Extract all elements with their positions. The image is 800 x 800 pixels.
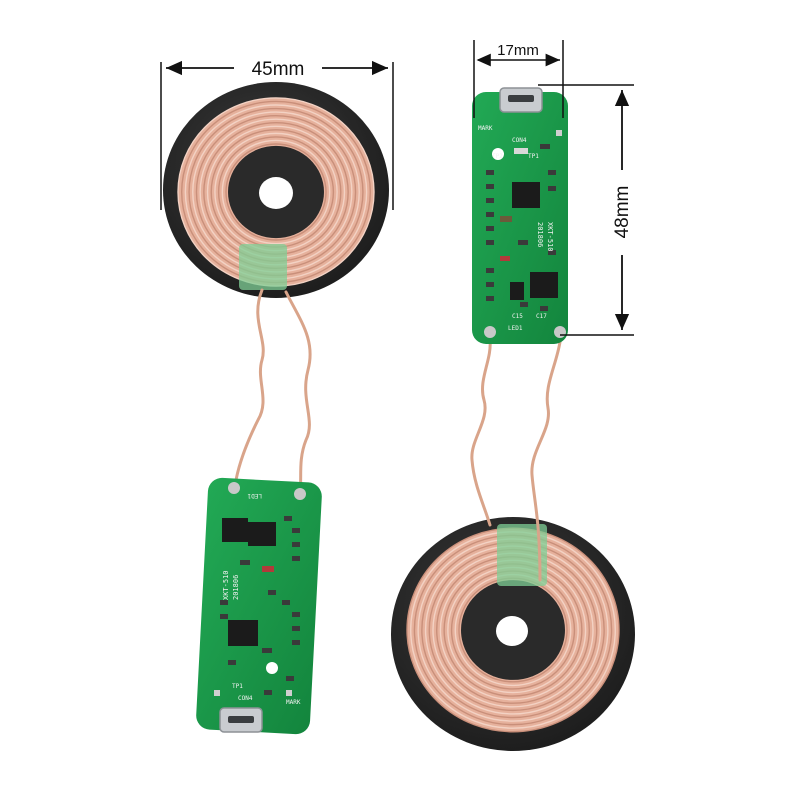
silkscreen-label: MARK — [478, 125, 493, 132]
dimension-board-width: 17mm — [473, 40, 564, 118]
receiver-coil-top-left — [163, 82, 389, 298]
transmitter-coil-bottom-right — [391, 517, 635, 751]
smd-components — [486, 130, 562, 311]
coil-diameter-label: 45mm — [252, 59, 305, 80]
smd-part — [548, 170, 556, 175]
smd-part — [486, 170, 494, 175]
smd-part — [282, 600, 290, 605]
pcb-board-top-right: MARK CON4 TP2 TP1 XKT-510 201806 LED1 C1… — [472, 87, 568, 344]
chip-u5 — [530, 272, 558, 298]
center-hole — [259, 177, 293, 209]
smd-part — [486, 240, 494, 245]
smd-part — [286, 676, 294, 681]
silkscreen-label: C15 — [512, 313, 523, 320]
smd-part — [286, 690, 292, 696]
smd-part — [500, 256, 510, 261]
kapton-tape — [239, 244, 287, 290]
smd-part — [220, 614, 228, 619]
mounting-hole — [266, 662, 278, 674]
smd-part — [486, 184, 494, 189]
wire — [530, 340, 562, 582]
smd-part — [214, 690, 220, 696]
solder-pad — [554, 326, 566, 338]
silkscreen-label: 201806 — [536, 222, 544, 247]
smd-part — [284, 516, 292, 521]
silkscreen-label: MARK — [286, 699, 301, 706]
silkscreen-label: CON4 — [512, 137, 527, 144]
silkscreen-label: LED1 — [508, 325, 523, 332]
wires-top-left — [232, 288, 312, 496]
mounting-hole — [492, 148, 504, 160]
smd-part — [292, 640, 300, 645]
silkscreen-label: C17 — [536, 313, 547, 320]
micro-usb-opening — [228, 716, 254, 723]
wire — [284, 290, 312, 496]
silkscreen-label: XKT-510 — [546, 222, 554, 252]
smd-components — [214, 516, 300, 696]
pcb-substrate — [196, 477, 322, 735]
smd-part — [486, 268, 494, 273]
smd-part — [548, 250, 556, 255]
smd-part — [292, 542, 300, 547]
smd-part — [540, 144, 550, 149]
silkscreen-label: CON4 — [238, 695, 253, 702]
smd-part — [486, 212, 494, 217]
wire — [232, 288, 265, 494]
wire — [470, 338, 492, 527]
coil-turn — [221, 139, 331, 245]
chip-u3 — [222, 518, 248, 542]
solder-pad — [294, 488, 306, 500]
chip-u3 — [512, 182, 540, 208]
smd-part — [486, 282, 494, 287]
pcb-board-bottom-left: LED1 XKT-510 201806 TP1 CON4 MARK — [196, 477, 322, 735]
smd-part — [264, 690, 272, 695]
micro-usb-opening — [508, 95, 534, 102]
smd-part — [240, 560, 250, 565]
smd-part — [540, 306, 548, 311]
smd-part — [220, 600, 228, 605]
dimension-coil-diameter: 45mm — [160, 59, 394, 210]
solder-pad — [484, 326, 496, 338]
silkscreen-label: 201806 — [232, 575, 240, 600]
board-width-label: 17mm — [497, 42, 539, 59]
smd-part — [292, 528, 300, 533]
silkscreen-label: LED1 — [247, 492, 262, 499]
chip-small — [510, 282, 524, 300]
silkscreen-label: TP1 — [232, 683, 243, 690]
smd-part — [514, 148, 528, 154]
kapton-tape — [497, 524, 547, 586]
chip — [228, 620, 258, 646]
dimension-board-length: 48mm — [538, 84, 634, 336]
smd-part — [520, 302, 528, 307]
smd-part — [548, 186, 556, 191]
center-hole — [496, 616, 528, 646]
smd-part — [486, 296, 494, 301]
chip — [248, 522, 276, 546]
smd-part — [486, 198, 494, 203]
solder-pad — [228, 482, 240, 494]
smd-part — [262, 566, 274, 572]
smd-part — [500, 216, 512, 222]
board-length-label: 48mm — [612, 186, 633, 239]
smd-part — [292, 612, 300, 617]
smd-part — [292, 626, 300, 631]
smd-part — [292, 556, 300, 561]
smd-part — [556, 130, 562, 136]
smd-part — [228, 660, 236, 665]
wires-bottom-right — [470, 338, 562, 582]
smd-part — [486, 226, 494, 231]
smd-part — [268, 590, 276, 595]
silkscreen-label: TP1 — [528, 153, 539, 160]
smd-part — [518, 240, 528, 245]
silkscreen-label: TP2 — [492, 153, 503, 160]
coil-turn — [225, 143, 327, 241]
smd-part — [262, 648, 272, 653]
silkscreen-label: XKT-510 — [222, 570, 230, 600]
